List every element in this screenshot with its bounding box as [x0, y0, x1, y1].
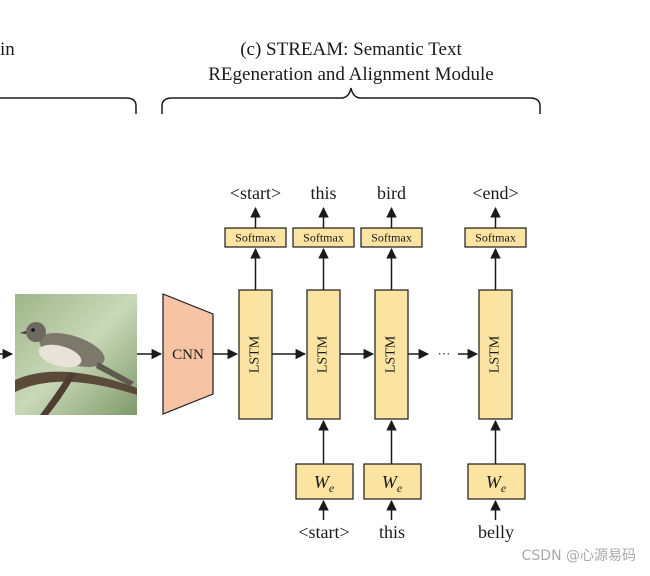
cnn-block: [162, 293, 214, 415]
embedding-label: W: [314, 472, 331, 492]
output-word: <start>: [230, 183, 281, 203]
svg-text:We: We: [486, 472, 507, 495]
embedding-block-3: We: [467, 463, 526, 500]
lstm-block-1: LSTM: [238, 289, 273, 420]
softmax-block-4: Softmax: [464, 227, 527, 248]
input-word: <start>: [298, 522, 349, 542]
embedding-subscript: e: [329, 481, 335, 495]
lstm-block-2: LSTM: [306, 289, 341, 420]
embedding-subscript: e: [501, 481, 507, 495]
input-word: belly: [478, 522, 514, 542]
lstm-label: LSTM: [316, 335, 331, 373]
svg-text:We: We: [382, 472, 403, 495]
softmax-label: Softmax: [303, 231, 344, 245]
lstm-block-3: LSTM: [374, 289, 409, 420]
embedding-label: W: [486, 472, 503, 492]
softmax-label: Softmax: [371, 231, 412, 245]
lstm-block-4: LSTM: [478, 289, 513, 420]
lstm-label: LSTM: [384, 335, 399, 373]
bird-image: [15, 294, 137, 415]
embedding-label: W: [382, 472, 399, 492]
cnn-label: CNN: [172, 347, 204, 363]
module-brace: [161, 87, 541, 114]
lstm-label: LSTM: [248, 335, 263, 373]
ellipsis: ···: [438, 346, 451, 361]
softmax-block-3: Softmax: [360, 227, 423, 248]
output-word: this: [310, 183, 336, 203]
softmax-block-1: Softmax: [224, 227, 287, 248]
watermark: CSDN @心源易码: [522, 548, 636, 564]
input-word: this: [379, 522, 405, 542]
output-word: <end>: [472, 183, 518, 203]
embedding-block-1: We: [295, 463, 354, 500]
embedding-subscript: e: [397, 481, 403, 495]
left-section-brace: [0, 97, 137, 114]
softmax-label: Softmax: [235, 231, 276, 245]
embedding-block-2: We: [363, 463, 422, 500]
lstm-label: LSTM: [488, 335, 503, 373]
output-word: bird: [377, 183, 406, 203]
svg-text:We: We: [314, 472, 335, 495]
softmax-block-2: Softmax: [292, 227, 355, 248]
softmax-label: Softmax: [475, 231, 516, 245]
module-title-line2: REgeneration and Alignment Module: [208, 64, 493, 85]
left-section-fragment: in: [0, 39, 15, 60]
module-title-line1: (c) STREAM: Semantic Text: [240, 39, 462, 60]
